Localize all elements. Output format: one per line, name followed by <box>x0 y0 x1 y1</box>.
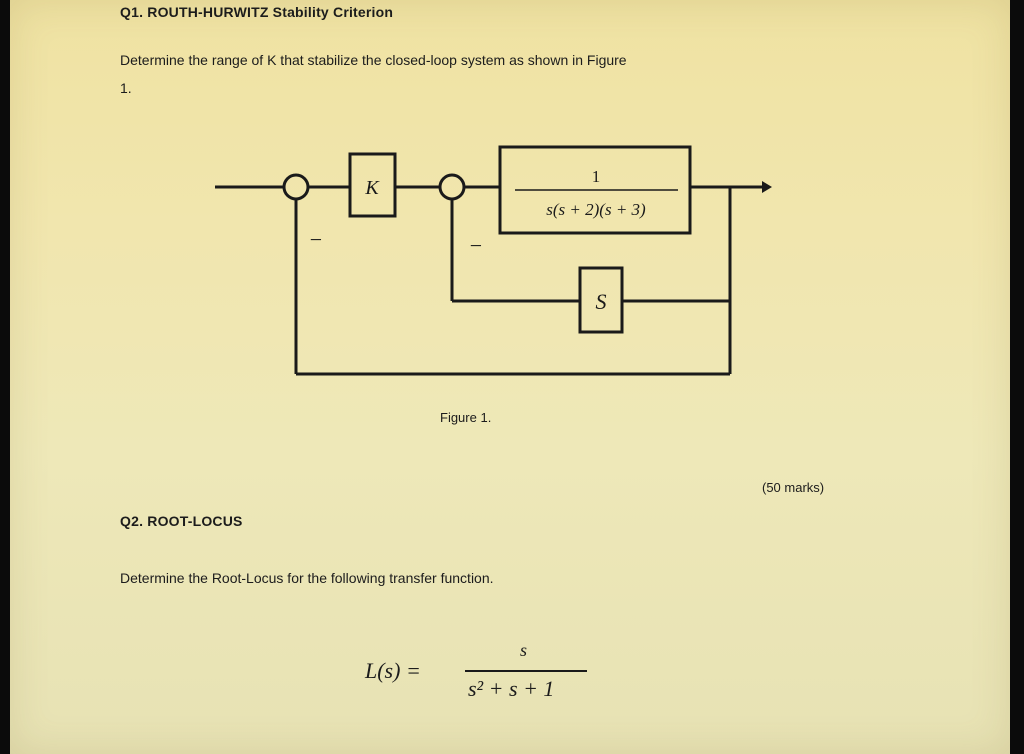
output-arrowhead <box>762 181 772 193</box>
plant-block <box>498 145 692 235</box>
q2-instruction: Determine the Root-Locus for the followi… <box>120 570 494 586</box>
equation-numerator: s <box>520 640 528 660</box>
inner-summing-junction <box>438 173 466 201</box>
plant-denominator: s(s + 2)(s + 3) <box>546 200 646 219</box>
outer-feedback-sign: − <box>310 227 322 252</box>
q2-heading: Q2. ROOT-LOCUS <box>120 513 243 529</box>
equation-denominator: s² + s + 1 <box>468 676 555 701</box>
q1-instruction-line2: 1. <box>120 80 132 96</box>
q1-heading: Q1. ROUTH-HURWITZ Stability Criterion <box>120 4 394 20</box>
gain-block-label: K <box>364 177 380 199</box>
outer-summing-junction <box>282 173 310 201</box>
plant-numerator: 1 <box>592 167 601 186</box>
inner-feedback-sign: − <box>470 233 482 258</box>
equation-lhs: L(s) = <box>365 658 421 683</box>
figure1-caption: Figure 1. <box>440 410 492 425</box>
marks-label: (50 marks) <box>762 480 825 495</box>
equation-fraction-bar <box>465 670 587 672</box>
gain-block <box>348 152 397 218</box>
block-diagram-figure1: K 1 s(s + 2)(s + 3) S − − <box>215 145 772 376</box>
transfer-function-equation: L(s) = s s² + s + 1 <box>365 640 645 710</box>
q1-instruction-line1: Determine the range of K that stabilize … <box>120 52 627 68</box>
document-page: Q1. ROUTH-HURWITZ Stability Criterion De… <box>10 0 1010 754</box>
feedback-block-label: S <box>596 289 607 314</box>
